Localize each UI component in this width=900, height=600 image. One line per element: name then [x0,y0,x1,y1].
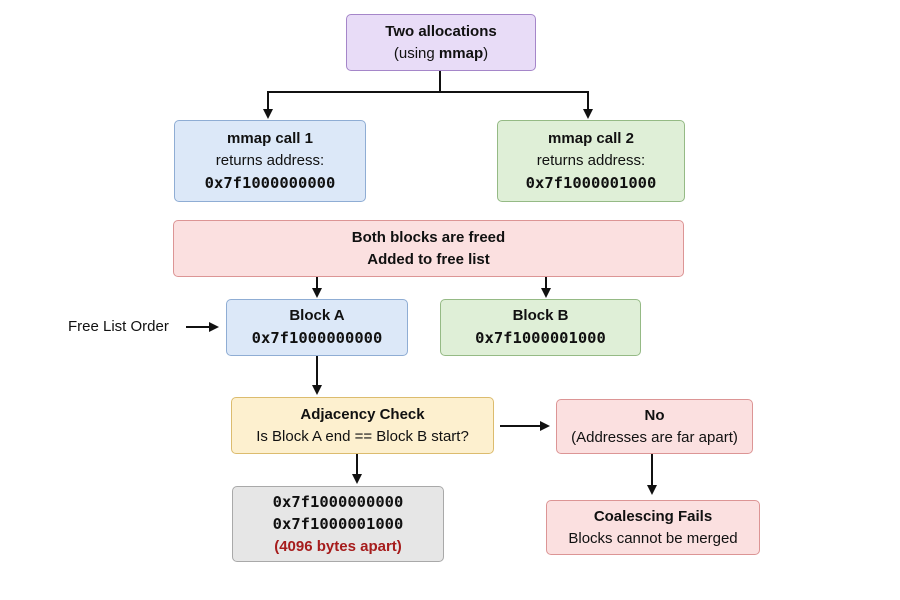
adjacency-check-question: Is Block A end == Block B start? [256,427,469,445]
compare-address-a: 0x7f1000000000 [272,492,404,511]
address-comparison-node: 0x7f1000000000 0x7f1000001000 (4096 byte… [232,486,444,562]
adjacency-check-node: Adjacency Check Is Block A end == Block … [231,397,494,454]
coalescing-fails-subtitle: Blocks cannot be merged [568,529,738,547]
no-title: No [644,406,665,424]
compare-address-b: 0x7f1000001000 [272,515,404,534]
block-b-title: Block B [512,307,569,325]
root-title: Two allocations [385,22,497,40]
block-a-node: Block A 0x7f1000000000 [226,299,408,356]
block-a-title: Block A [289,307,345,325]
mmap-call-1-address: 0x7f1000000000 [204,173,336,192]
mmap-call-2-line: returns address: [536,151,646,169]
coalescing-fails-title: Coalescing Fails [593,507,713,525]
arrow-root-to-mmap1 [263,71,441,119]
mmap-call-2-title: mmap call 2 [548,130,634,148]
block-b-node: Block B 0x7f1000001000 [440,299,641,356]
block-a-address: 0x7f1000000000 [251,329,383,348]
compare-gap: (4096 bytes apart) [274,537,402,555]
no-node: No (Addresses are far apart) [556,399,753,454]
mmap-call-1-node: mmap call 1 returns address: 0x7f1000000… [174,120,366,202]
adjacency-check-title: Adjacency Check [300,405,425,423]
no-reason: (Addresses are far apart) [571,428,738,446]
arrow-root-to-mmap2 [440,91,593,119]
freed-subtitle: Added to free list [367,250,490,268]
mmap-call-2-address: 0x7f1000001000 [525,173,657,192]
mmap-call-1-title: mmap call 1 [227,130,313,148]
block-b-address: 0x7f1000001000 [475,329,606,348]
mmap-call-1-line: returns address: [215,151,325,169]
root-node: Two allocations (using mmap) [346,14,536,71]
freed-title: Both blocks are freed [351,228,506,246]
coalescing-fails-node: Coalescing Fails Blocks cannot be merged [546,500,760,555]
root-subtitle: (using mmap) [393,44,489,62]
mmap-call-2-node: mmap call 2 returns address: 0x7f1000001… [497,120,685,202]
freed-node: Both blocks are freed Added to free list [173,220,684,277]
free-list-order-label: Free List Order [68,318,169,335]
